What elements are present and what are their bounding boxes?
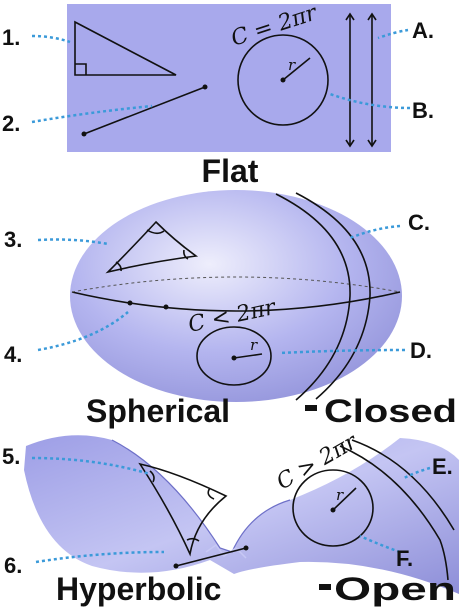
arrow-1 xyxy=(31,34,71,44)
flat-triangle xyxy=(74,20,177,76)
label-b: B. xyxy=(412,98,434,123)
title-spherical: Spherical xyxy=(86,393,230,429)
sphere-meridian-2 xyxy=(295,192,371,400)
title-hyperbolic: Hyperbolic xyxy=(56,571,221,607)
flat-surface xyxy=(67,4,391,152)
sphere-equator xyxy=(71,291,401,312)
saddle-line xyxy=(173,545,249,569)
label-f: F. xyxy=(396,546,413,571)
saddle-ridge xyxy=(111,439,291,553)
arrow-e xyxy=(403,466,431,480)
label-1: 1. xyxy=(2,25,20,50)
label-d: D. xyxy=(410,338,432,363)
arrow-b xyxy=(329,92,411,110)
sphere-meridian-1 xyxy=(275,193,351,401)
title-open: Open xyxy=(334,571,456,607)
sphere-triangle xyxy=(105,220,199,274)
arrow-6 xyxy=(35,550,165,564)
saddle-surface xyxy=(24,435,459,594)
sphere-line-points xyxy=(127,300,169,310)
label-c: C. xyxy=(408,210,430,235)
arrow-5 xyxy=(31,456,151,476)
saddle-radius-label: r xyxy=(336,486,344,504)
label-4: 4. xyxy=(4,342,22,367)
arrow-3 xyxy=(37,238,109,246)
label-3: 3. xyxy=(4,227,22,252)
flat-radius-label: r xyxy=(288,56,296,74)
title-dash-closed xyxy=(305,405,317,411)
saddle-triangle xyxy=(138,462,228,557)
sphere-radius-label: r xyxy=(250,336,258,354)
label-5: 5. xyxy=(2,444,20,469)
saddle-geodesic-2 xyxy=(351,439,455,531)
label-2: 2. xyxy=(2,111,20,136)
label-6: 6. xyxy=(4,553,22,578)
arrow-c xyxy=(349,224,401,240)
title-flat: Flat xyxy=(202,153,259,189)
saddle-notch xyxy=(205,543,247,559)
label-a: A. xyxy=(412,18,434,43)
flat-parallel-lines xyxy=(345,12,377,148)
arrow-a xyxy=(377,28,409,40)
sphere-equator-back xyxy=(71,276,401,293)
sphere-surface xyxy=(70,190,402,402)
title-dash-open xyxy=(319,584,331,590)
arrow-d xyxy=(279,348,406,355)
saddle-geodesic-1 xyxy=(339,445,449,581)
arrow-2 xyxy=(31,104,153,124)
label-e: E. xyxy=(432,454,453,479)
flat-line xyxy=(81,84,208,137)
title-closed: Closed xyxy=(324,393,457,429)
